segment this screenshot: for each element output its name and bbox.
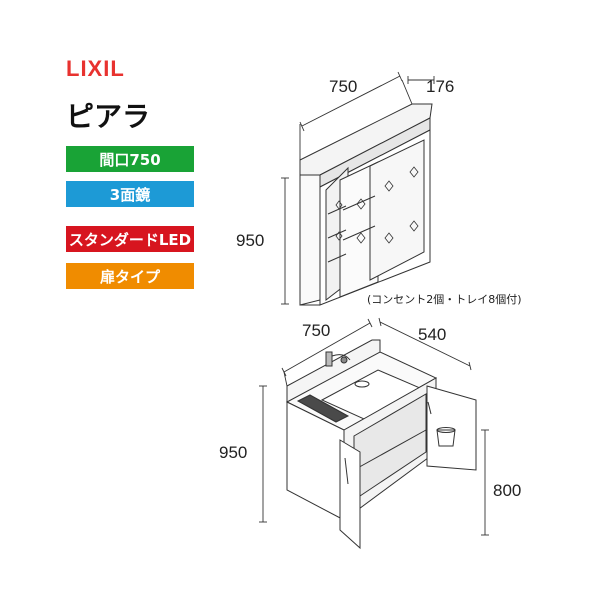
mirror-width-label: 750 [329, 77, 357, 96]
vanity-dimension-lines [259, 317, 489, 536]
vanity-height-label: 950 [219, 443, 247, 462]
mirror-accessory-note: (コンセント2個・トレイ8個付) [367, 293, 522, 306]
vanity-drawing [285, 339, 477, 550]
badge-width: 間口750 [66, 146, 194, 172]
product-name: ピアラ [66, 100, 151, 133]
mirror-height-label: 950 [236, 231, 264, 250]
vanity-width-label: 750 [302, 321, 330, 340]
mirror-depth-label: 176 [426, 77, 454, 96]
vanity-counter-height-label: 800 [493, 481, 521, 500]
mirror-cabinet-drawing [299, 103, 433, 306]
badge-mirror-type: 3面鏡 [66, 181, 194, 207]
badge-lighting: スタンダードLED [66, 226, 194, 252]
vanity-depth-label: 540 [418, 325, 446, 344]
lixil-logo: LIXIL [66, 56, 125, 81]
badge-door-type: 扉タイプ [66, 263, 194, 289]
mirror-dimension-lines [281, 71, 435, 305]
